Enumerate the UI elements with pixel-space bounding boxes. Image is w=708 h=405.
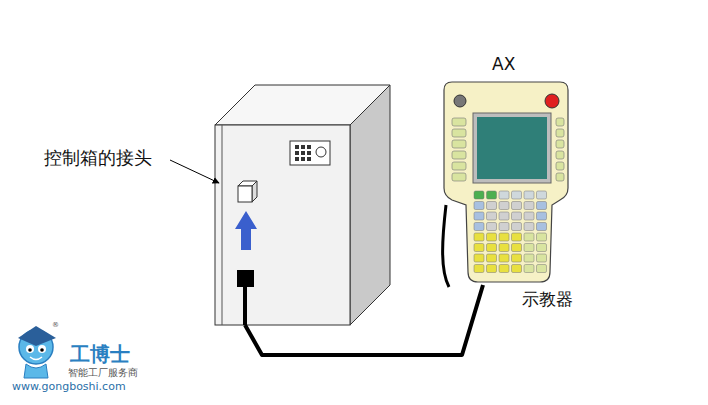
teach-pendant bbox=[443, 82, 568, 287]
teach-pendant: AX示教器 bbox=[440, 80, 570, 285]
control-cabinet bbox=[215, 85, 390, 325]
model-label: AX bbox=[492, 55, 515, 75]
part-label: 控制箱的接头 bbox=[44, 148, 152, 169]
watermark-text: www.gongboshi.com bbox=[12, 381, 126, 393]
cable bbox=[245, 285, 483, 355]
leader-line bbox=[170, 160, 219, 183]
watermark-text: ® bbox=[52, 322, 59, 330]
part-label: 示教器 bbox=[522, 290, 573, 310]
watermark-text: 工博士 bbox=[70, 343, 130, 365]
control-cabinet: 控制箱的接头 bbox=[215, 85, 390, 325]
watermark-text: 智能工厂服务商 bbox=[68, 367, 138, 378]
logo-mascot bbox=[18, 326, 56, 378]
